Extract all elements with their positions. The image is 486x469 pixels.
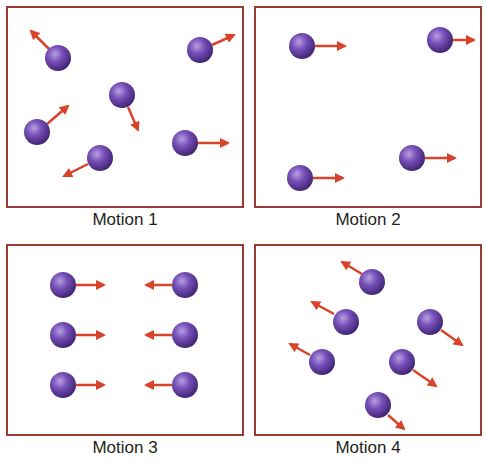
motion-box: Motion 4 [254, 244, 482, 436]
velocity-arrow [128, 107, 138, 130]
caption-holder: Motion 2 [256, 210, 480, 230]
velocity-arrows [31, 31, 474, 429]
motion-box: Motion 1 [6, 6, 244, 208]
velocity-arrow [441, 330, 462, 345]
motion-label: Motion 2 [335, 210, 400, 229]
particle [172, 272, 198, 298]
velocity-arrow [76, 384, 104, 387]
particle [289, 33, 315, 59]
motion-label: Motion 4 [335, 438, 400, 457]
particle [187, 37, 213, 63]
particle [365, 392, 391, 418]
velocity-arrow [146, 284, 172, 287]
velocity-arrow [212, 35, 234, 45]
velocity-arrow [31, 31, 49, 49]
particle [45, 45, 71, 71]
particle [172, 372, 198, 398]
particle [399, 145, 425, 171]
velocity-arrow [312, 302, 334, 314]
particle [109, 82, 135, 108]
motion-label: Motion 3 [92, 438, 157, 457]
particle [172, 130, 198, 156]
velocity-arrow [315, 45, 345, 48]
particle [389, 349, 415, 375]
particle [287, 165, 313, 191]
velocity-arrow [76, 284, 104, 287]
velocity-arrow [313, 177, 343, 180]
caption-holder: Motion 4 [256, 438, 480, 458]
velocity-arrow [64, 164, 88, 176]
particle [50, 272, 76, 298]
velocity-arrow [453, 39, 474, 42]
velocity-arrow [47, 106, 68, 124]
motion-box: Motion 3 [6, 244, 244, 436]
velocity-arrow [76, 334, 104, 337]
velocity-arrow [425, 157, 455, 160]
particle [172, 322, 198, 348]
motion-label: Motion 1 [92, 210, 157, 229]
velocity-arrow [290, 344, 310, 355]
velocity-arrow [146, 384, 172, 387]
particle [50, 322, 76, 348]
velocity-arrow [388, 415, 404, 429]
particles [24, 27, 453, 418]
particle [359, 269, 385, 295]
particle [50, 372, 76, 398]
caption-holder: Motion 3 [8, 438, 242, 458]
velocity-arrow [342, 262, 362, 274]
velocity-arrow [413, 370, 436, 386]
particle [333, 309, 359, 335]
particle [417, 309, 443, 335]
motion-box: Motion 2 [254, 6, 482, 208]
particle [87, 145, 113, 171]
particle [427, 27, 453, 53]
particle [24, 119, 50, 145]
velocity-arrow [198, 142, 228, 145]
particle [309, 349, 335, 375]
velocity-arrow [146, 334, 172, 337]
caption-holder: Motion 1 [8, 210, 242, 230]
